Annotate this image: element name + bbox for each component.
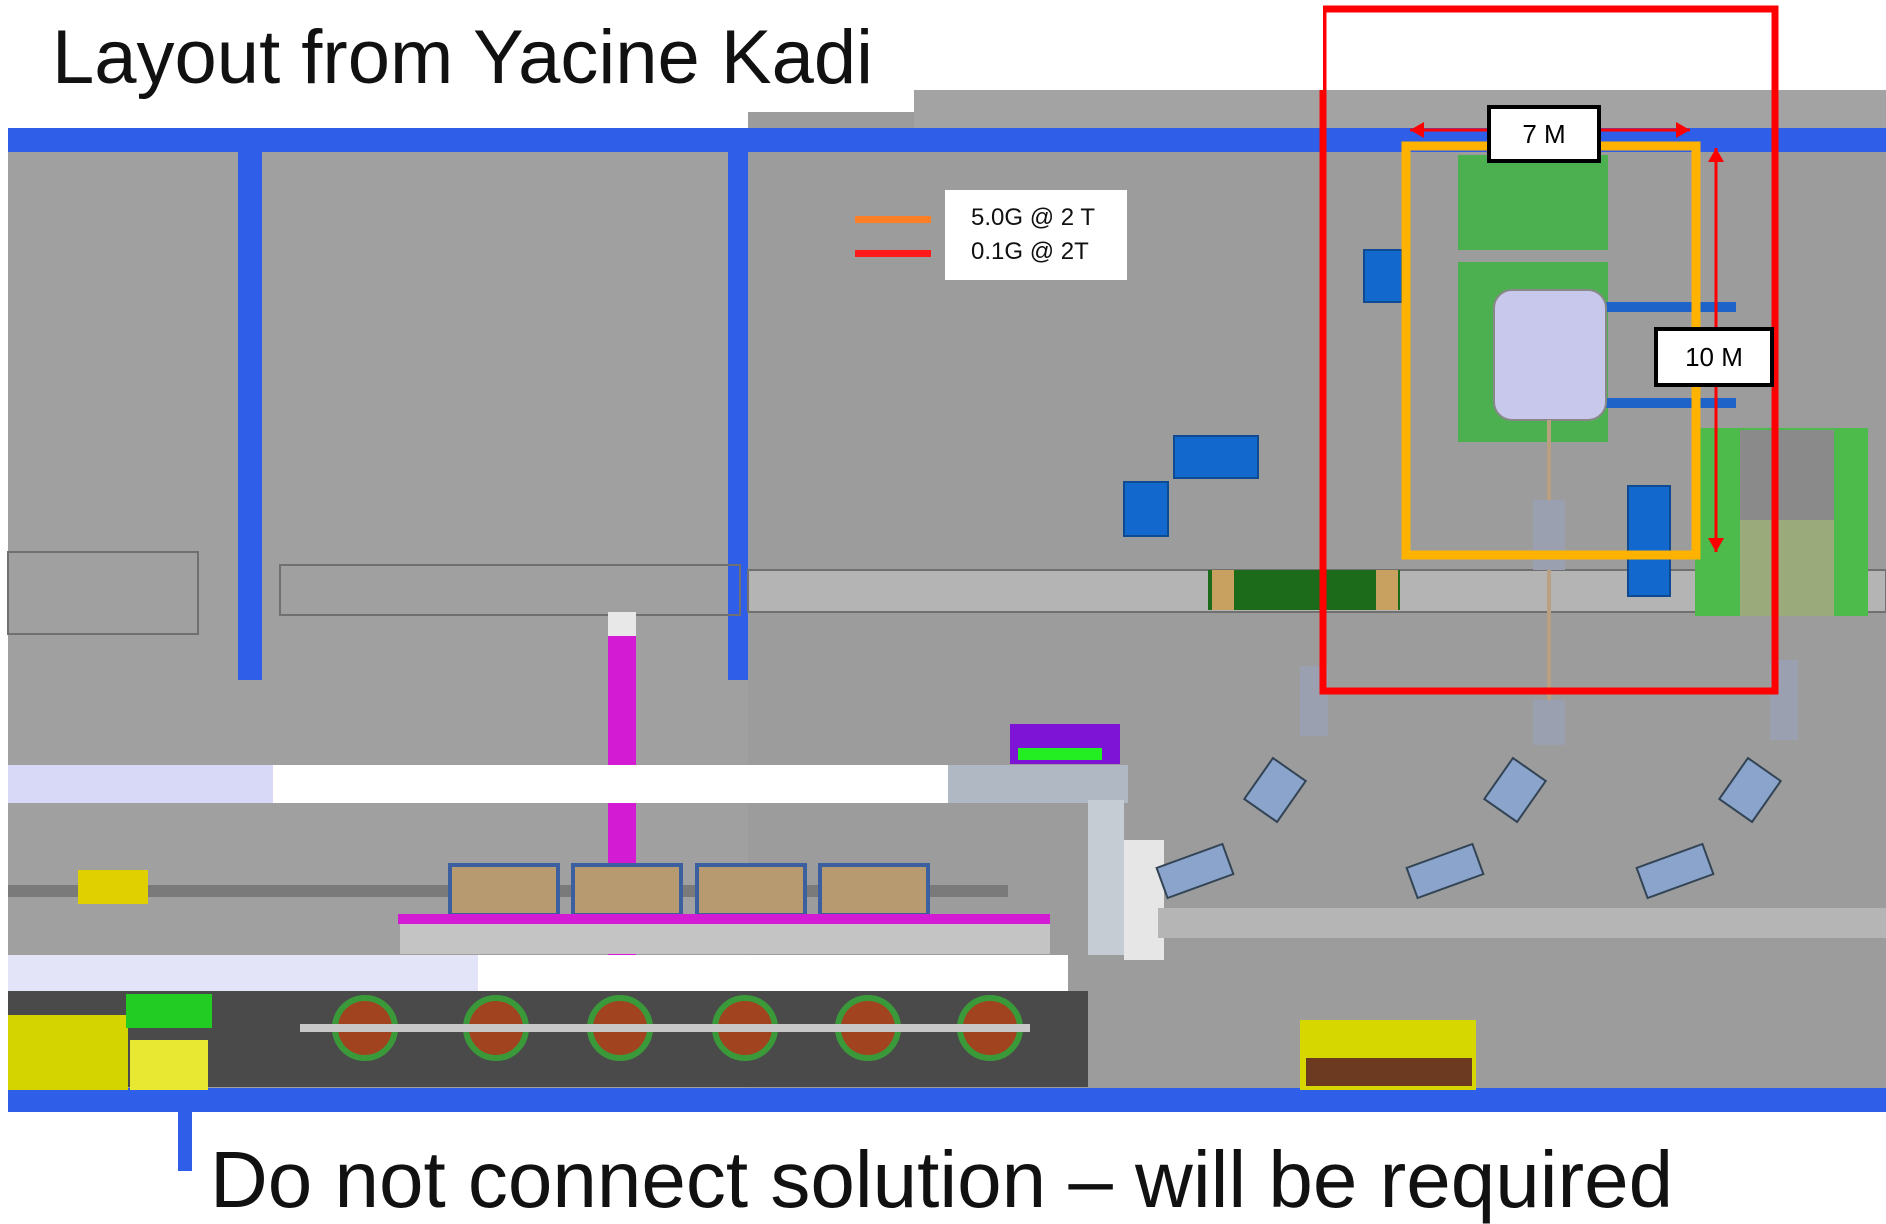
wall-vertical-1 bbox=[238, 128, 262, 680]
yellow-block-2 bbox=[130, 1040, 208, 1090]
pad-upper bbox=[1458, 155, 1608, 250]
green-block bbox=[126, 994, 212, 1028]
legend-swatch-orange bbox=[855, 216, 931, 223]
wall-vertical-2 bbox=[728, 128, 748, 680]
legend-label: 0.1G @ 2T bbox=[971, 238, 1089, 265]
legend-item: 5.0G @ 2 T bbox=[855, 204, 1127, 234]
width-dimension-label: 7 M bbox=[1487, 105, 1601, 163]
yellow-block-1 bbox=[8, 1015, 128, 1090]
bottom-caption: Do not connect solution – will be requir… bbox=[210, 1135, 1674, 1224]
caption-backdrop bbox=[200, 1128, 1786, 1171]
slide-title: Layout from Yacine Kadi bbox=[52, 15, 874, 100]
floor-top-right bbox=[914, 90, 1886, 130]
legend: 5.0G @ 2 T 0.1G @ 2T bbox=[855, 190, 1127, 280]
floor-plan-drawing bbox=[7, 5, 1886, 1171]
magnet-cryostat bbox=[1493, 289, 1607, 421]
legend-item: 0.1G @ 2T bbox=[855, 238, 1127, 268]
legend-label: 5.0G @ 2 T bbox=[971, 204, 1095, 231]
legend-swatch-red bbox=[855, 250, 931, 257]
wall-bottom-stub bbox=[178, 1112, 192, 1171]
outer-boundary bbox=[1319, 5, 1779, 695]
wall-bottom bbox=[8, 1088, 1886, 1112]
height-dimension-label: 10 M bbox=[1654, 327, 1774, 387]
